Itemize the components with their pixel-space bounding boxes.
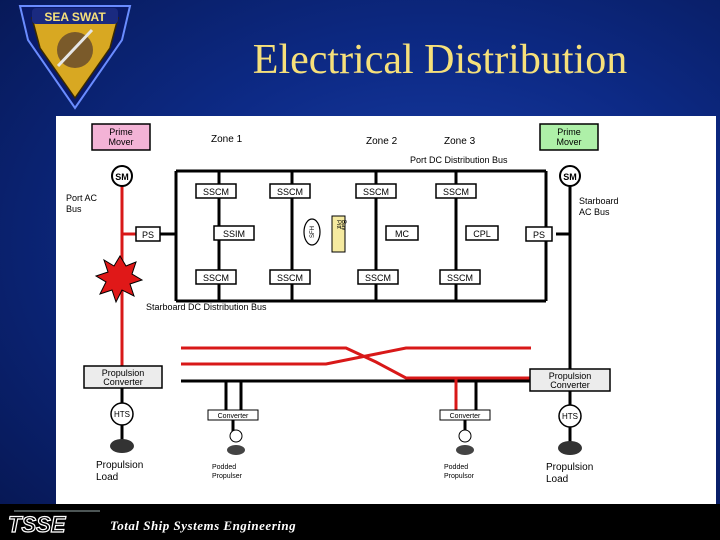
footer-bar xyxy=(0,504,720,540)
sscm-bot-2: SSCM xyxy=(277,273,303,283)
sscm-top-1: SSCM xyxy=(203,187,229,197)
podded-right-icon xyxy=(456,445,474,455)
sscm-top-3: SSCM xyxy=(363,187,389,197)
prime-mover-left-l1: Prime xyxy=(109,127,133,137)
prop-load-left-l2: Load xyxy=(96,472,118,483)
prop-conv-right-l2: Converter xyxy=(550,380,590,390)
prop-conv-left-l2: Converter xyxy=(103,377,143,387)
propulsion-load-right-icon xyxy=(558,441,582,455)
sea-swat-logo: SEA SWAT xyxy=(18,5,132,110)
tsse-logo-text: TSSE xyxy=(8,512,67,536)
converter-left: Converter xyxy=(218,413,249,420)
logo-text: SEA SWAT xyxy=(44,10,106,24)
hts-right: HTS xyxy=(562,412,578,421)
prop-conv-right-l1: Propulsion xyxy=(549,371,592,381)
prop-load-right-l2: Load xyxy=(546,474,568,485)
stbd-ac-bus-l1: Starboard xyxy=(579,196,619,206)
port-ac-bus-l1: Port AC xyxy=(66,193,98,203)
port-ac-bus-l2: Bus xyxy=(66,204,82,214)
podded-left-l1: Podded xyxy=(212,464,236,471)
cpl-box: CPL xyxy=(473,229,491,239)
tsse-logo: TSSE xyxy=(7,510,100,536)
podded-left-l2: Propulser xyxy=(212,473,243,480)
pitt-bay-l1: Pitt xyxy=(335,220,341,229)
prime-mover-right-l2: Mover xyxy=(556,137,581,147)
sscm-bot-4: SSCM xyxy=(447,273,473,283)
prop-conv-left-l1: Propulsion xyxy=(102,368,145,378)
sm-left: SM xyxy=(115,172,129,182)
port-dc-bus-label: Port DC Distribution Bus xyxy=(410,155,508,165)
sscm-bot-3: SSCM xyxy=(365,273,391,283)
converter-right: Converter xyxy=(450,413,481,420)
fault-burst-icon xyxy=(94,255,144,304)
footer-text: Total Ship Systems Engineering xyxy=(110,518,297,533)
sscm-bot-1: SSCM xyxy=(203,273,229,283)
propulsion-load-left-icon xyxy=(110,439,134,453)
prime-mover-left-l2: Mover xyxy=(108,137,133,147)
sscm-top-4: SSCM xyxy=(443,187,469,197)
podded-right-l1: Podded xyxy=(444,464,468,471)
hts-left: HTS xyxy=(114,410,130,419)
ps-left: PS xyxy=(142,230,154,240)
prime-mover-right-l1: Prime xyxy=(557,127,581,137)
sm-right: SM xyxy=(563,172,577,182)
slide-title: Electrical Distribution xyxy=(252,37,628,83)
sfh-label: SFH xyxy=(310,226,316,238)
zone-1-label: Zone 1 xyxy=(211,134,243,145)
prop-load-left-l1: Propulsion xyxy=(96,460,143,471)
ps-right: PS xyxy=(533,230,545,240)
sscm-top-2: SSCM xyxy=(277,187,303,197)
mc-box: MC xyxy=(395,229,409,239)
prop-load-right-l1: Propulsion xyxy=(546,462,593,473)
zone-2-label: Zone 2 xyxy=(366,136,398,147)
stbd-dc-bus-label: Starboard DC Distribution Bus xyxy=(146,302,267,312)
ssim-box: SSIM xyxy=(223,229,245,239)
podded-right-l2: Propulsor xyxy=(444,473,475,480)
podded-left-icon xyxy=(227,445,245,455)
pitt-bay-l2: Bay xyxy=(340,220,346,230)
electrical-diagram: SM SM Prime Mover Prime Mover Zone 1 Zon… xyxy=(66,123,619,485)
stbd-ac-bus-l2: AC Bus xyxy=(579,207,610,217)
diagram-panel: SM SM Prime Mover Prime Mover Zone 1 Zon… xyxy=(56,116,716,504)
zone-3-label: Zone 3 xyxy=(444,136,476,147)
